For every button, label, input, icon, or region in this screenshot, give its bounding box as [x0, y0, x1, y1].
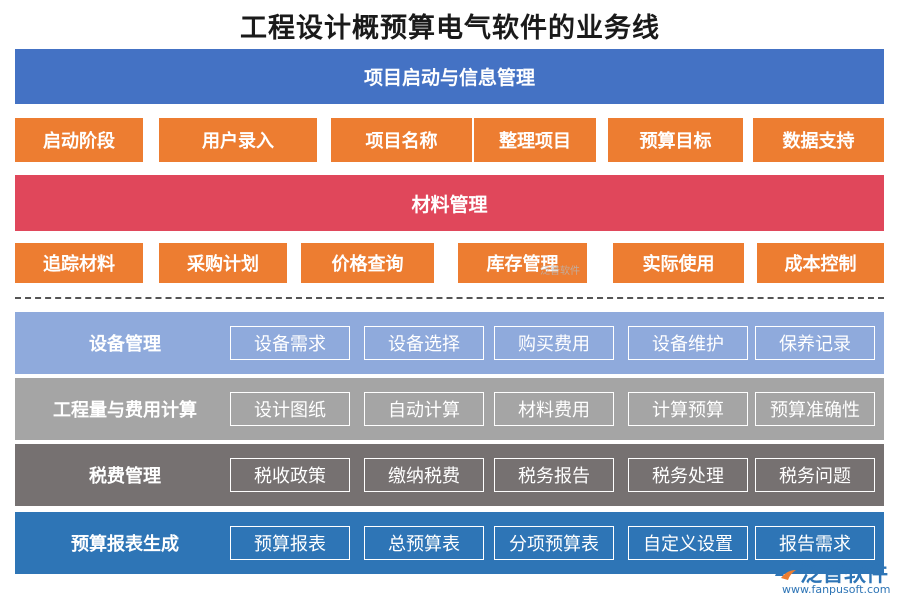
section-item: 设备维护 [628, 326, 748, 360]
section-label: 设备管理 [89, 334, 161, 355]
section-item: 材料费用 [494, 392, 614, 426]
logo-name: 泛普软件 [800, 562, 889, 587]
section-item: 税务报告 [494, 458, 614, 492]
section-item: 总预算表 [364, 526, 484, 560]
section-item: 预算准确性 [755, 392, 875, 426]
step-box: 项目名称 [331, 118, 472, 162]
dashed-divider [15, 297, 884, 299]
section-item: 分项预算表 [494, 526, 614, 560]
diagram-title: 工程设计概预算电气软件的业务线 [240, 13, 660, 44]
mid-bar-material-management: 材料管理 [15, 175, 884, 231]
section-budget-report-generation: 预算报表生成 预算报表 总预算表 分项预算表 自定义设置 报告需求 [15, 512, 884, 574]
step-box: 预算目标 [608, 118, 743, 162]
section-item: 计算预算 [628, 392, 748, 426]
fanpu-logo-icon [775, 563, 796, 580]
section-item: 设计图纸 [230, 392, 350, 426]
section-item: 预算报表 [230, 526, 350, 560]
step-box: 库存管理 [458, 243, 587, 283]
section-item: 设备需求 [230, 326, 350, 360]
section-equipment-management: 设备管理 设备需求 设备选择 购买费用 设备维护 保养记录 [15, 312, 884, 374]
top-bar-project-start: 项目启动与信息管理 [15, 49, 884, 104]
row-project-start-steps: 启动阶段 用户录入 项目名称 整理项目 预算目标 数据支持 [15, 118, 884, 162]
logo-url: www.fanpusoft.com [782, 583, 891, 596]
step-box: 价格查询 [301, 243, 434, 283]
company-logo: 泛普软件 www.fanpusoft.com [770, 556, 895, 598]
row-material-steps: 追踪材料 采购计划 价格查询 库存管理 实际使用 成本控制 [15, 243, 884, 283]
section-item: 保养记录 [755, 326, 875, 360]
section-label: 工程量与费用计算 [53, 400, 197, 421]
section-item: 税务问题 [755, 458, 875, 492]
step-box: 成本控制 [757, 243, 884, 283]
step-box: 数据支持 [753, 118, 884, 162]
section-label: 税费管理 [89, 466, 161, 487]
step-box: 采购计划 [159, 243, 287, 283]
section-item: 自动计算 [364, 392, 484, 426]
section-item: 报告需求 [755, 526, 875, 560]
section-item: 税收政策 [230, 458, 350, 492]
section-item: 设备选择 [364, 326, 484, 360]
step-box: 追踪材料 [15, 243, 143, 283]
section-tax-management: 税费管理 税收政策 缴纳税费 税务报告 税务处理 税务问题 [15, 444, 884, 506]
step-box: 启动阶段 [15, 118, 143, 162]
section-item: 自定义设置 [628, 526, 748, 560]
section-quantity-cost-calculation: 工程量与费用计算 设计图纸 自动计算 材料费用 计算预算 预算准确性 [15, 378, 884, 440]
section-item: 购买费用 [494, 326, 614, 360]
watermark: 泛普软件 [540, 266, 580, 277]
step-box: 整理项目 [474, 118, 596, 162]
section-item: 缴纳税费 [364, 458, 484, 492]
step-box: 用户录入 [159, 118, 317, 162]
section-label: 预算报表生成 [71, 534, 179, 555]
section-item: 税务处理 [628, 458, 748, 492]
step-box: 实际使用 [613, 243, 744, 283]
